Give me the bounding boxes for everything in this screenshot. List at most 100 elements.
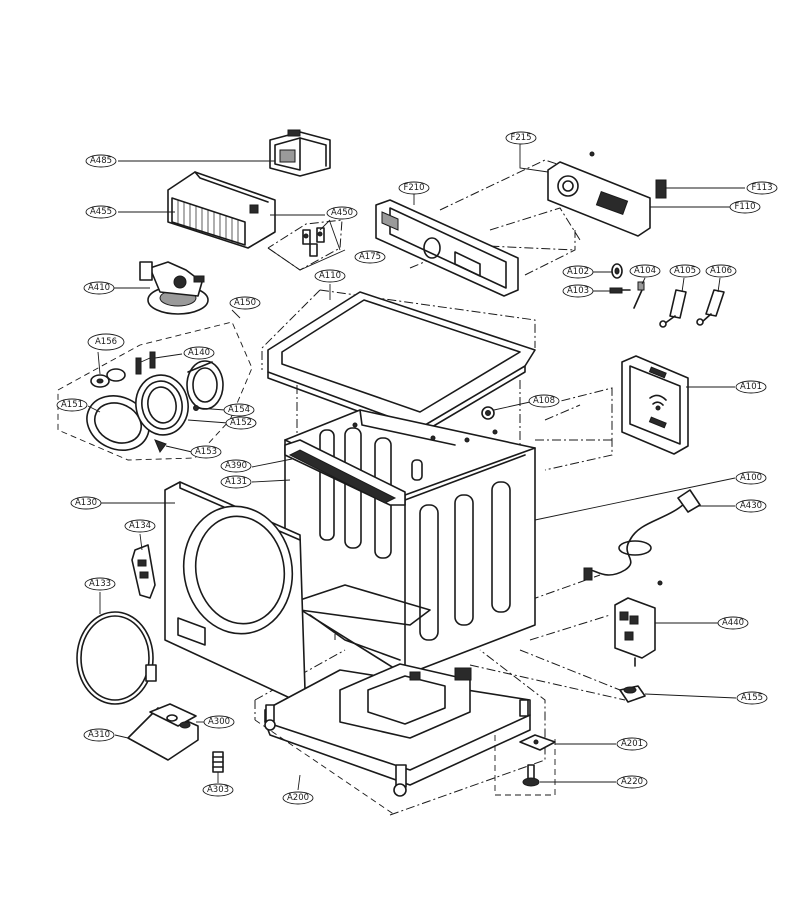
callout-a106: A106 [705,264,737,278]
callout-a201: A201 [616,737,648,751]
callout-label: A151 [61,400,83,410]
callout-a303: A303 [202,783,234,797]
callout-label: A102 [567,267,589,277]
top-plate-a110 [267,291,536,435]
leveling-foot-a220 [522,764,540,787]
callout-a154: A154 [223,403,255,417]
detergent-cover-a310 [127,703,199,761]
callout-label: A154 [228,405,250,415]
callout-label: A131 [225,477,247,487]
callout-label: A175 [359,252,381,262]
callout-a156: A156 [87,333,125,351]
callout-a102: A102 [562,265,594,279]
callout-label: A130 [75,498,97,508]
callout-label: A155 [741,693,763,703]
callout-a220: A220 [616,775,648,789]
callout-a105: A105 [669,264,701,278]
callout-label: F113 [751,183,772,193]
callout-a152: A152 [225,416,257,430]
sensor-a102 [611,263,623,279]
callout-a153: A153 [190,445,222,459]
callout-label: A310 [88,730,110,740]
door-outer-ring-a151 [86,395,150,451]
damper-a104 [633,281,645,309]
callout-label: A220 [621,777,643,787]
callout-label: A410 [88,283,110,293]
door-latch-a153 [154,439,167,453]
callout-label: A156 [95,337,117,347]
damper-a105 [659,289,687,328]
callout-f113: F113 [746,181,778,195]
pcb-box-a485 [269,129,331,177]
callout-label: A300 [208,717,230,727]
callout-label: A485 [90,156,112,166]
callout-label: A134 [129,521,151,531]
callout-a485: A485 [85,154,117,168]
filter-box-a455 [167,171,276,249]
callout-label: A200 [287,793,309,803]
door-hinge-a140 [135,351,156,375]
callout-label: A430 [740,501,762,511]
callout-a390: A390 [220,459,252,473]
callout-label: A100 [740,473,762,483]
callout-label: A101 [740,382,762,392]
sensor-a103 [609,287,631,294]
callout-a410: A410 [83,281,115,295]
base-frame-a200 [264,663,531,797]
callout-f110: F110 [729,200,761,214]
callout-a430: A430 [735,499,767,513]
callout-a100: A100 [735,471,767,485]
door-handle-a156 [90,368,126,388]
callout-a155: A155 [736,691,768,705]
callout-a130: A130 [70,496,102,510]
callout-label: F215 [510,133,531,143]
callout-f210: F210 [398,181,430,195]
front-bracket-a390 [288,449,397,504]
callout-f215: F215 [505,131,537,145]
callout-label: A103 [567,286,589,296]
callout-label: A104 [634,266,656,276]
callout-label: A105 [674,266,696,276]
callout-a310: A310 [83,728,115,742]
callout-label: F210 [403,183,424,193]
foot-bracket-a201 [519,734,556,751]
callout-a151: A151 [56,398,88,412]
callout-label: A455 [90,207,112,217]
callout-label: A390 [225,461,247,471]
callout-label: A153 [195,447,217,457]
callout-label: A140 [188,348,210,358]
callout-a104: A104 [629,264,661,278]
callout-label: A150 [234,298,256,308]
callout-label: A110 [319,271,341,281]
callout-a131: A131 [220,475,252,489]
callout-a200: A200 [282,791,314,805]
callout-label: A108 [533,396,555,406]
callout-label: A440 [722,618,744,628]
callout-a108: A108 [528,394,560,408]
callout-a103: A103 [562,284,594,298]
callout-a300: A300 [203,715,235,729]
callout-a150: A150 [229,296,261,310]
callout-a450: A450 [326,206,358,220]
callout-label: A303 [207,785,229,795]
front-panel-a130 [164,481,306,699]
callout-label: A201 [621,739,643,749]
power-cord-a430 [583,489,701,581]
control-panel-frame-f210 [375,199,519,297]
callout-a110: A110 [314,269,346,283]
cabinet-body [284,409,536,676]
water-valve-a410 [139,261,209,315]
bushing-a108 [481,406,495,420]
callout-label: A106 [710,266,732,276]
noise-filter-a440 [614,580,663,667]
pin-a303 [212,751,224,773]
callout-label: A133 [89,579,111,589]
cap-a155 [619,685,646,703]
display-pcb-f215 [547,151,651,237]
callout-label: A450 [331,208,353,218]
knob-f113 [655,179,667,199]
door-gasket-a140 [186,360,224,410]
clamp-ring-a133 [76,611,157,705]
